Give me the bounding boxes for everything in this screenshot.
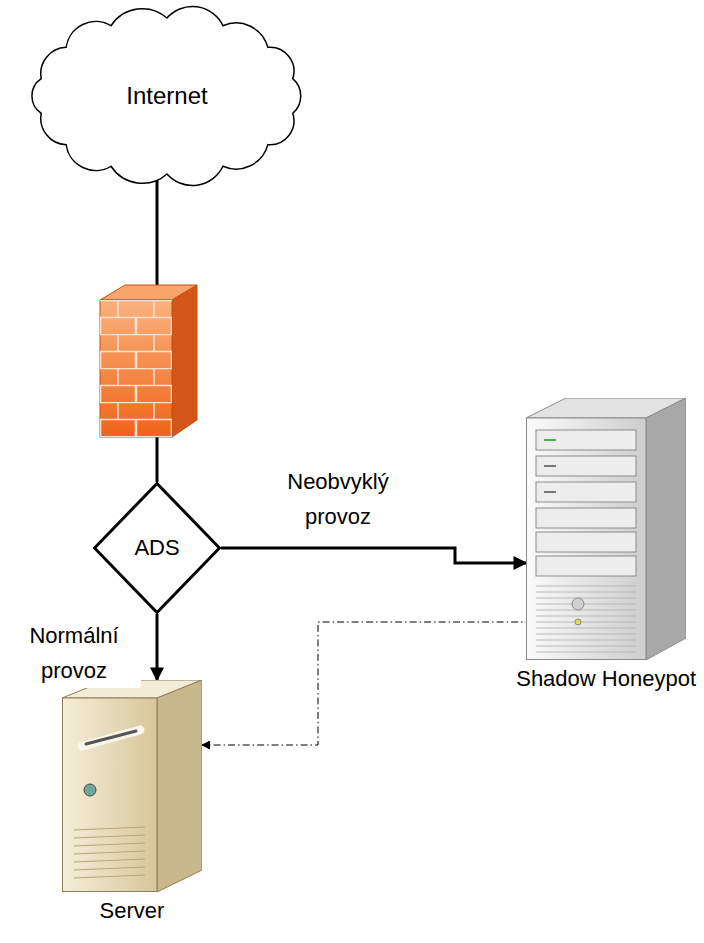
- drive-bay: [536, 508, 636, 528]
- power-button: [84, 784, 96, 796]
- drive-slot: [86, 731, 136, 744]
- firewall-front: [100, 300, 172, 437]
- vent-line: [536, 640, 636, 641]
- cloud-node: Internet: [22, 2, 312, 190]
- edge-label: Neobvyklý provoz: [271, 464, 405, 534]
- firewall-icon: [100, 285, 197, 437]
- vent-line: [74, 867, 145, 870]
- decision-diamond: ADS: [93, 482, 221, 614]
- connector-arrow: [156, 614, 159, 680]
- power-button: [572, 598, 584, 610]
- tower-front: [527, 418, 647, 660]
- vent-line: [74, 859, 145, 862]
- node-label: Shadow Honeypot: [516, 666, 696, 692]
- vent-line: [536, 646, 636, 647]
- vent-line: [74, 835, 145, 838]
- vent-line: [536, 592, 636, 593]
- vent-line: [74, 843, 145, 846]
- honeypot-server: Shadow Honeypot: [512, 398, 700, 692]
- drive-light: [544, 439, 556, 441]
- edge-label: Normální provoz: [7, 618, 141, 688]
- node-label: Internet: [126, 82, 207, 111]
- drive-bay: [536, 456, 636, 476]
- vent-line: [536, 598, 636, 599]
- vent-line: [536, 586, 636, 587]
- firewall-bricks: [100, 300, 172, 437]
- tower-shape: [526, 398, 686, 660]
- tower-side: [646, 398, 686, 660]
- drive-bay: [536, 482, 636, 502]
- connector-arrow: [221, 548, 526, 563]
- server-shape: [62, 680, 202, 892]
- vent-line: [536, 604, 636, 605]
- status-led: [575, 619, 581, 625]
- drive-bay: [536, 430, 636, 450]
- cloud-outline: [32, 7, 301, 186]
- vent-line: [74, 851, 145, 854]
- vent-line: [536, 634, 636, 635]
- vent-line: [536, 628, 636, 629]
- vent-line: [536, 610, 636, 611]
- dashed-connector: [202, 566, 578, 745]
- server-side: [157, 680, 202, 892]
- drive-bay: [536, 532, 636, 552]
- vent-line: [74, 827, 145, 830]
- drive-light: [544, 465, 556, 467]
- vent-line: [536, 616, 636, 617]
- drive-slot-frame: [82, 730, 140, 746]
- node-label: ADS: [134, 535, 179, 561]
- firewall-side: [172, 285, 197, 437]
- vent-line: [536, 652, 636, 653]
- drive-light: [544, 491, 556, 493]
- vent-line: [536, 622, 636, 623]
- node-label: Server: [100, 898, 165, 924]
- vent-line: [74, 875, 145, 878]
- drive-bay: [536, 556, 636, 576]
- diamond-outline: [95, 484, 220, 613]
- server-front: [63, 698, 158, 892]
- server-node: Server: [62, 680, 202, 924]
